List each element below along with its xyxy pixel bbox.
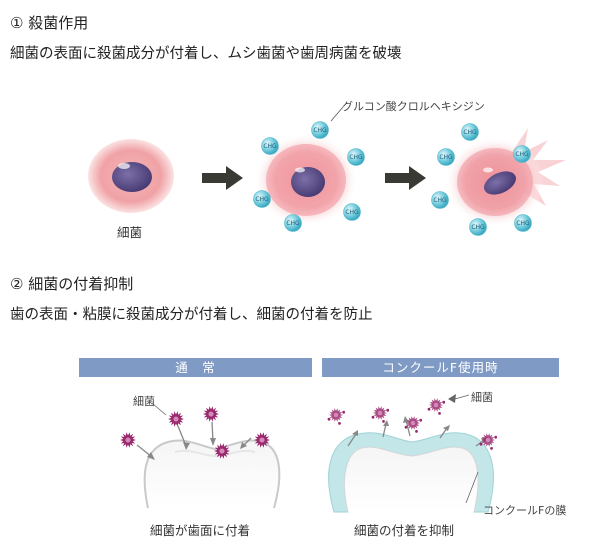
germ: [254, 432, 270, 448]
section2-description: 歯の表面・粘膜に殺菌成分が付着し、細菌の付着を防止: [10, 307, 373, 323]
section2-heading: ② 細菌の付着抑制: [10, 275, 134, 293]
germ: [120, 432, 136, 448]
chg-molecule: [261, 137, 279, 155]
chg-molecule-label: CHG: [349, 154, 363, 161]
tooth-with-film: [328, 432, 494, 513]
chg-molecule-label: CHG: [313, 127, 327, 134]
chg-molecule: [284, 214, 302, 232]
film-label: コンクールFの膜: [483, 504, 567, 517]
chg-molecule: [514, 214, 532, 232]
sterilization-diagram: CHG CHG CHG CHG CHG CHG CHG CHG CHG CHG CHG CHG: [88, 106, 566, 236]
germ: [168, 411, 184, 427]
chg-molecule-label: CHG: [515, 151, 529, 158]
right-bacteria-label: 細菌: [471, 391, 493, 404]
header-normal: 通 常: [79, 358, 312, 377]
chg-molecule-label: CHG: [286, 220, 300, 227]
germ-broken: [427, 398, 446, 415]
chg-molecule-label: CHG: [433, 197, 447, 204]
chg-label: グルコン酸クロルヘキシジン: [342, 100, 485, 113]
germ: [214, 443, 230, 459]
germ-broken: [327, 408, 346, 425]
chg-molecule-label: CHG: [263, 143, 277, 150]
section1-heading: ① 殺菌作用: [10, 14, 89, 32]
header-conCool-F: コンクールF使用時: [322, 358, 559, 377]
chg-molecule-label: CHG: [516, 220, 530, 227]
arrow-right-2: [385, 166, 426, 190]
bacterium-with-chg: [254, 133, 358, 227]
bacterium-normal: [88, 139, 174, 213]
chg-molecule: [461, 123, 479, 141]
chg-molecule-label: CHG: [255, 196, 269, 203]
germ: [203, 406, 219, 422]
chg-molecule: [347, 148, 365, 166]
chg-pointer-line: [330, 106, 344, 122]
tooth-normal: [143, 439, 281, 509]
chg-molecule: [513, 145, 531, 163]
right-caption: 細菌の付着を抑制: [354, 523, 455, 538]
right-arrowheads: [352, 416, 488, 443]
chg-molecule: [311, 121, 329, 139]
chg-molecule: [469, 218, 487, 236]
chg-molecule-label: CHG: [463, 129, 477, 136]
left-bacteria-label: 細菌: [133, 395, 155, 408]
chg-molecule: [437, 148, 455, 166]
germ-broken: [371, 406, 390, 423]
left-label-pointer: [151, 402, 167, 416]
chg-molecule: [431, 191, 449, 209]
germ-broken: [404, 416, 423, 433]
bacteria-label: 細菌: [117, 225, 143, 240]
chg-molecule-label: CHG: [471, 224, 485, 231]
chg-molecule: [253, 190, 271, 208]
right-label-pointer: [454, 394, 470, 400]
right-arrows: [347, 419, 485, 447]
section1-description: 細菌の表面に殺菌成分が付着し、ムシ歯菌や歯周病菌を破壊: [10, 46, 402, 62]
chg-molecule: [343, 203, 361, 221]
arrow-right-1: [202, 166, 243, 190]
film-label-pointer: [465, 471, 479, 504]
left-caption: 細菌が歯面に付着: [150, 523, 251, 538]
chg-molecule-label: CHG: [439, 154, 453, 161]
chg-molecule-label: CHG: [345, 209, 359, 216]
left-arrowheads: [147, 438, 247, 460]
germ-broken: [479, 433, 498, 450]
